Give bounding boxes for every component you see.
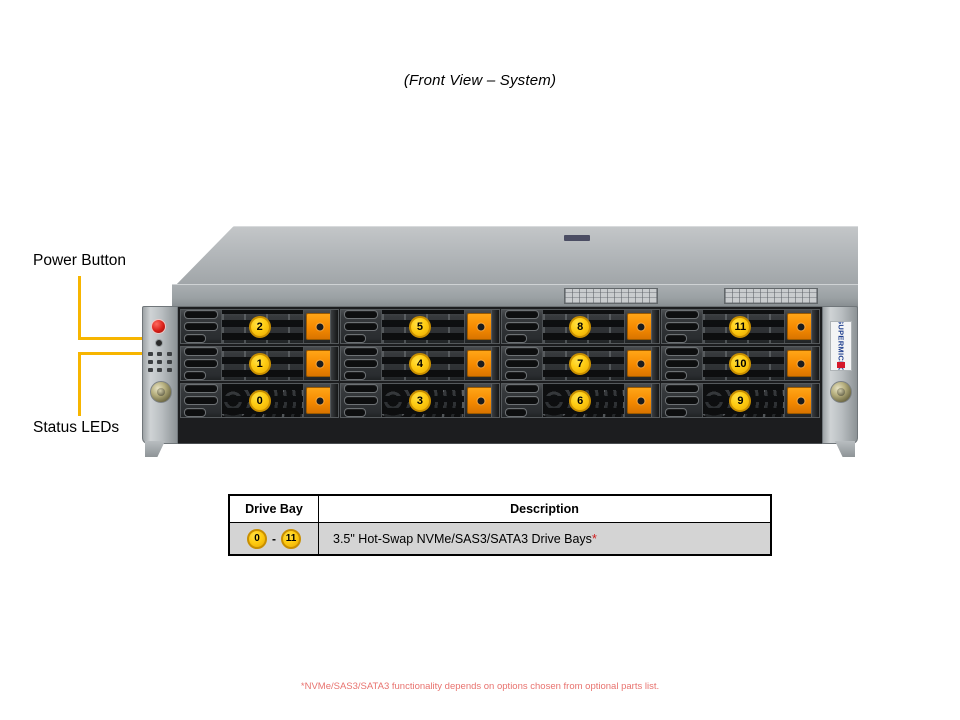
drive-release-latch[interactable]	[306, 313, 335, 340]
drive-bay-number-badge: 4	[408, 352, 431, 375]
drive-tray[interactable]: 7	[500, 346, 660, 381]
drive-release-latch[interactable]	[306, 350, 335, 377]
drive-tray[interactable]: 9	[660, 383, 820, 418]
leader-line-power-button	[78, 276, 156, 342]
control-panel-left-ear	[142, 306, 178, 457]
drive-tray[interactable]: 5	[340, 309, 500, 344]
drive-bay-number-badge: 1	[248, 352, 271, 375]
callout-label-status-leds: Status LEDs	[33, 419, 120, 436]
drive-bay-range-dash: -	[272, 531, 276, 546]
status-leds-group	[148, 352, 174, 374]
drive-bay-number-badge: 11	[729, 315, 752, 338]
drive-bay-range-end-badge: 11	[281, 528, 301, 549]
front-vent-window-left	[564, 288, 658, 304]
drive-release-latch[interactable]	[466, 350, 495, 377]
drive-bay-range: 0 - 11	[247, 528, 301, 549]
drive-release-latch[interactable]	[466, 313, 495, 340]
chassis-front-lip	[172, 284, 858, 308]
drive-tray[interactable]: 10	[660, 346, 820, 381]
branding-right-ear: SUPERMICRO	[822, 306, 858, 457]
drive-release-latch[interactable]	[787, 350, 815, 377]
front-vent-window-right	[724, 288, 818, 304]
footnote-text: *NVMe/SAS3/SATA3 functionality depends o…	[300, 681, 660, 692]
description-asterisk: *	[591, 531, 597, 546]
table-header-row: Drive Bay Description	[228, 494, 772, 523]
drive-bay-column-2: 5 4	[340, 309, 500, 418]
column-header-drive-bay: Drive Bay	[228, 494, 319, 523]
chassis-top-cover	[172, 226, 858, 289]
drive-tray[interactable]: 11	[660, 309, 820, 344]
chassis-front-face: 2 1	[142, 306, 858, 457]
drive-tray[interactable]: 4	[340, 346, 500, 381]
supermicro-logo-mark	[837, 362, 845, 368]
description-text: 3.5" Hot-Swap NVMe/SAS3/SATA3 Drive Bays	[333, 531, 592, 546]
drive-bay-column-4: 11 10	[660, 309, 820, 418]
power-button-icon[interactable]	[151, 319, 166, 334]
table-row: 0 - 11 3.5" Hot-Swap NVMe/SAS3/SATA3 Dri…	[228, 522, 772, 556]
chassis-lock-right-icon	[830, 381, 852, 403]
server-chassis-front-view: 2 1	[142, 226, 858, 458]
chassis-lock-left-icon	[150, 381, 172, 403]
drive-bay-number-badge: 7	[569, 352, 592, 375]
cell-drive-bay-range: 0 - 11	[228, 522, 319, 556]
drive-tray[interactable]: 1	[180, 346, 340, 381]
callout-label-power-button: Power Button	[33, 252, 127, 269]
drive-tray[interactable]: 0	[180, 383, 340, 418]
drive-bay-column-3: 8 7	[500, 309, 660, 418]
rack-ear-foot-right	[835, 441, 855, 457]
drive-release-latch[interactable]	[787, 387, 815, 414]
drive-bay-number-badge: 9	[729, 389, 752, 412]
drive-bay-number-badge: 6	[569, 389, 592, 412]
rack-ear-foot-left	[145, 441, 165, 457]
drive-bay-number-badge: 2	[248, 315, 271, 338]
drive-bay-number-badge: 3	[408, 389, 431, 412]
drive-bay-table: Drive Bay Description 0 - 11 3.5" Hot-Sw…	[228, 494, 772, 556]
drive-release-latch[interactable]	[626, 350, 655, 377]
drive-bay-number-badge: 0	[248, 389, 271, 412]
drive-tray[interactable]: 8	[500, 309, 660, 344]
supermicro-logo: SUPERMICRO	[830, 321, 852, 371]
drive-bay-number-badge: 5	[408, 315, 431, 338]
drive-tray[interactable]: 6	[500, 383, 660, 418]
drive-bay-number-badge: 8	[569, 315, 592, 338]
reset-button-icon[interactable]	[155, 339, 163, 347]
drive-release-latch[interactable]	[626, 387, 655, 414]
drive-bay-grid: 2 1	[178, 306, 822, 444]
drive-bay-number-badge: 10	[729, 352, 752, 375]
column-header-description: Description	[318, 494, 772, 523]
drive-tray[interactable]: 2	[180, 309, 340, 344]
drive-release-latch[interactable]	[626, 313, 655, 340]
drive-bay-range-start-badge: 0	[247, 528, 267, 549]
drive-release-latch[interactable]	[787, 313, 815, 340]
drive-tray[interactable]: 3	[340, 383, 500, 418]
drive-bay-column-1: 2 1	[180, 309, 340, 418]
chassis-top-label	[564, 235, 590, 241]
cell-description: 3.5" Hot-Swap NVMe/SAS3/SATA3 Drive Bays…	[318, 522, 772, 556]
leader-line-status-leds	[78, 352, 156, 418]
page-title: (Front View – System)	[403, 72, 557, 89]
